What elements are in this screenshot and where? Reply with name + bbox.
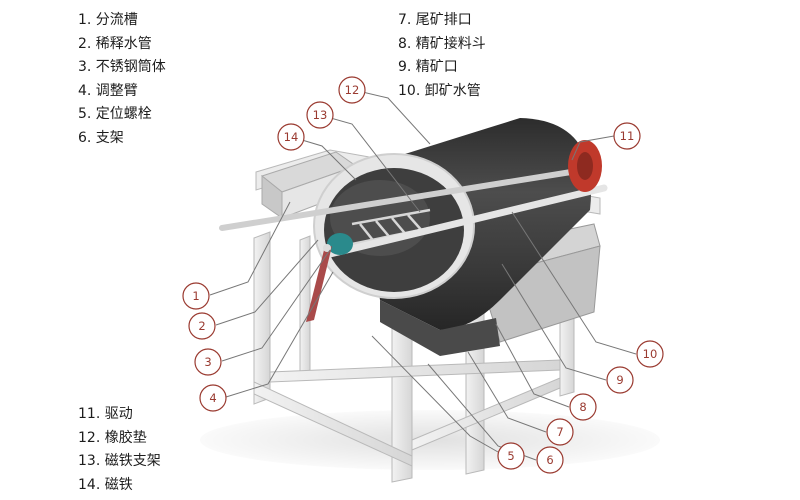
svg-text:6: 6 — [546, 453, 553, 467]
legend-item: 4. 调整臂 — [78, 82, 138, 99]
callout-7: 7 — [546, 418, 574, 446]
legend-item: 14. 磁铁 — [78, 476, 133, 493]
svg-text:8: 8 — [579, 400, 586, 414]
parts-legend-top-left: 1. 分流槽 2. 稀释水管 3. 不锈钢筒体 4. 调整臂 5. 定位螺栓 6… — [78, 9, 166, 151]
callout-4: 4 — [199, 384, 227, 412]
callout-12: 12 — [338, 76, 366, 104]
svg-text:9: 9 — [616, 373, 623, 387]
legend-item: 6. 支架 — [78, 129, 124, 146]
svg-text:7: 7 — [556, 425, 563, 439]
parts-legend-top-right: 7. 尾矿排口 8. 精矿接料斗 9. 精矿口 10. 卸矿水管 — [398, 9, 486, 103]
legend-item: 13. 磁铁支架 — [78, 453, 161, 470]
leader-lines — [209, 89, 637, 461]
svg-text:13: 13 — [313, 108, 328, 122]
svg-text:1: 1 — [192, 289, 199, 303]
svg-text:5: 5 — [507, 449, 514, 463]
callout-3: 3 — [194, 348, 222, 376]
svg-text:3: 3 — [204, 355, 211, 369]
svg-text:2: 2 — [198, 319, 205, 333]
callout-5: 5 — [497, 442, 525, 470]
drive-motor — [568, 140, 602, 192]
svg-text:10: 10 — [643, 347, 658, 361]
callout-13: 13 — [306, 101, 334, 129]
adjusting-arm — [306, 233, 353, 322]
legend-item: 2. 稀释水管 — [78, 35, 152, 52]
parts-legend-bottom-left: 11. 驱动 12. 橡胶垫 13. 磁铁支架 14. 磁铁 — [78, 403, 161, 497]
callout-6: 6 — [536, 446, 564, 474]
svg-text:12: 12 — [345, 83, 360, 97]
svg-text:4: 4 — [209, 391, 216, 405]
callout-11: 11 — [613, 122, 641, 150]
legend-item: 11. 驱动 — [78, 406, 133, 422]
legend-item: 7. 尾矿排口 — [398, 12, 472, 28]
legend-item: 8. 精矿接料斗 — [398, 35, 486, 52]
svg-text:14: 14 — [284, 130, 299, 144]
legend-item: 12. 橡胶垫 — [78, 429, 147, 446]
legend-item: 5. 定位螺栓 — [78, 106, 152, 123]
svg-text:11: 11 — [620, 129, 635, 143]
callout-1: 1 — [182, 282, 210, 310]
callout-8: 8 — [569, 393, 597, 421]
legend-item: 9. 精矿口 — [398, 59, 458, 76]
callout-markers: 1 2 3 4 5 6 7 8 9 10 11 12 13 14 — [182, 76, 664, 474]
callout-2: 2 — [188, 312, 216, 340]
legend-item: 10. 卸矿水管 — [398, 82, 481, 99]
callout-14: 14 — [277, 123, 305, 151]
callout-9: 9 — [606, 366, 634, 394]
legend-item: 3. 不锈钢筒体 — [78, 59, 166, 76]
legend-item: 1. 分流槽 — [78, 12, 138, 28]
callout-10: 10 — [636, 340, 664, 368]
